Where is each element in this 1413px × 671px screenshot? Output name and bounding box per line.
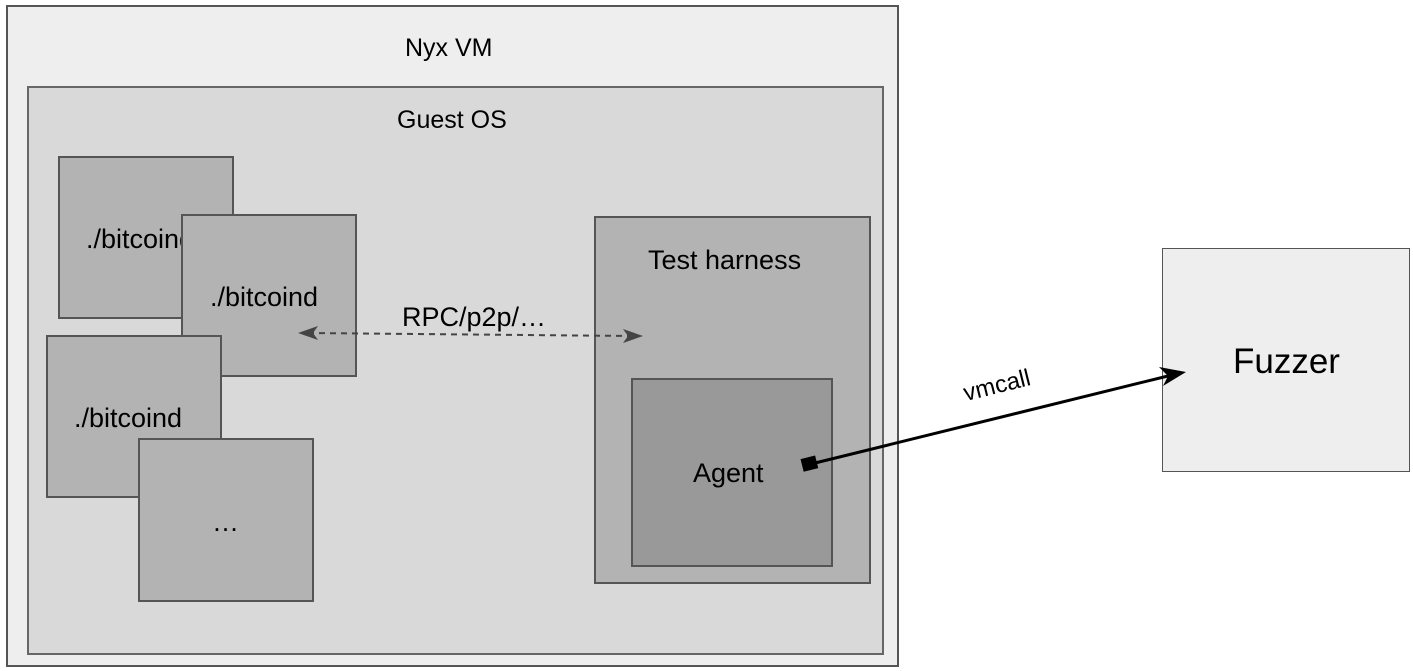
- bitcoind-process-label: ./bitcoind: [74, 403, 183, 433]
- vmcall-edge: [810, 372, 1177, 466]
- rpc-edge: [307, 332, 633, 337]
- fuzzer-label: Fuzzer: [1233, 342, 1340, 381]
- nyx-vm-label: Nyx VM: [405, 34, 493, 62]
- agent-box: [631, 378, 833, 567]
- rpc-edge-label: RPC/p2p/…: [402, 302, 547, 332]
- vmcall-source-marker: [800, 455, 819, 472]
- guest-os-label: Guest OS: [397, 106, 507, 134]
- rpc-arrowhead-left: [298, 326, 318, 340]
- more-processes-label: …: [212, 507, 239, 537]
- bitcoind-process-label: ./bitcoind: [210, 282, 319, 312]
- test-harness-label: Test harness: [648, 245, 802, 275]
- bitcoind-process-label: ./bitcoind: [86, 224, 195, 254]
- fuzzer-box: [1162, 248, 1410, 472]
- more-processes-box: [138, 438, 314, 602]
- vmcall-arrowhead: [1159, 367, 1186, 386]
- agent-label: Agent: [693, 458, 764, 488]
- rpc-arrowhead-right: [623, 329, 643, 343]
